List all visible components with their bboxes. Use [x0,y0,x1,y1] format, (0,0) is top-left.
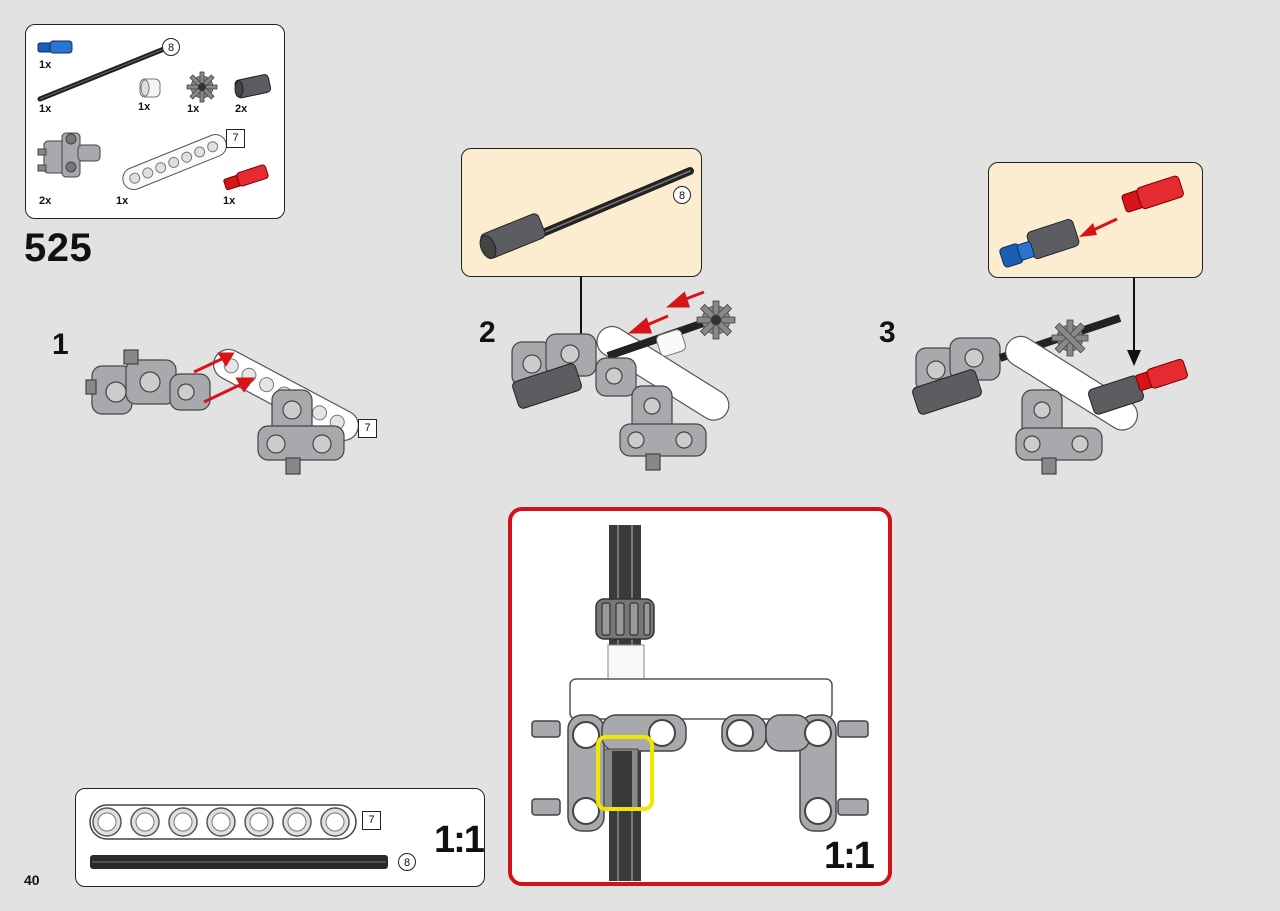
red-pin-icon [223,164,269,191]
qty-blue-pin: 1x [39,59,52,71]
detail-view-illustration [531,525,869,881]
substep-3-number: 3 [879,316,896,349]
substep-2-axle-size: 8 [673,186,691,204]
scale-label: 1:1 [434,819,485,861]
grey-cross-block-icon [37,132,101,178]
dark-grey-connector-icon [234,74,272,99]
page-number: 40 [24,872,40,888]
beam-scale-icon [89,804,357,840]
gear-icon [186,71,218,103]
qty-black-axle: 1x [39,103,52,115]
qty-white-bush: 1x [138,101,151,113]
scale-beam-size: 7 [362,811,381,830]
qty-grey-cross-block: 2x [39,195,52,207]
step-title: 525 [24,226,93,270]
qty-white-beam: 1x [116,195,129,207]
white-beam-icon [122,134,227,191]
substep-3-callout [988,162,1203,278]
black-axle-icon [37,46,167,102]
axle-with-connector-icon [479,167,694,259]
parts-list-panel: 1x 8 1x 1x 1x 2x [25,24,285,219]
axle-size-label: 8 [162,38,180,56]
substep-3-illustration [912,278,1188,475]
white-bush-icon [139,78,161,98]
beam-size-label: 7 [226,129,245,148]
substep-1-beam-size: 7 [358,419,377,438]
qty-red-pin: 1x [223,195,236,207]
scale-reference-box: 7 8 1:1 [75,788,485,887]
qty-dark-grey-connector: 2x [235,103,248,115]
qty-gear: 1x [187,103,200,115]
detail-view-panel: 1:1 [508,507,892,886]
blue-pin-icon [37,40,73,54]
substep-2-number: 2 [479,316,496,349]
substep-1-number: 1 [52,328,69,361]
axle-scale-icon [90,855,388,869]
substep-1-illustration [85,348,359,475]
scale-axle-size: 8 [398,853,416,871]
substep-2-illustration [511,276,736,471]
substep-2-callout: 8 [461,148,702,277]
detail-scale-label: 1:1 [824,835,875,877]
pin-assembly-icon [999,175,1184,268]
